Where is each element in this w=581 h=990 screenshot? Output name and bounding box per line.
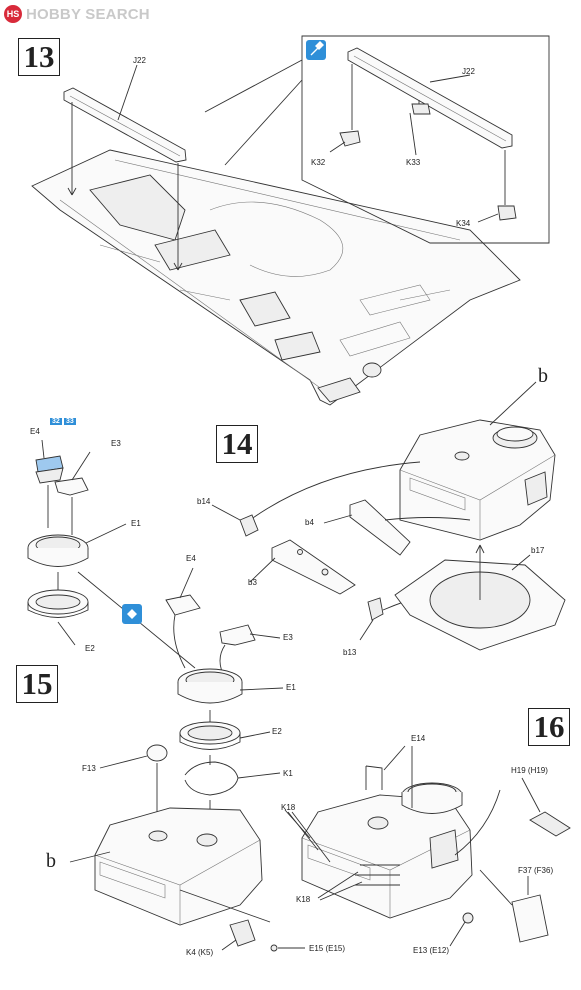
step14-turret bbox=[211, 381, 566, 651]
label-f13: F13 bbox=[82, 764, 96, 773]
label-e4-a: E4 bbox=[30, 427, 40, 436]
label-j22-main: J22 bbox=[133, 56, 146, 65]
step15-cupola-assembly bbox=[69, 567, 305, 952]
badge-33: 33 bbox=[64, 418, 76, 425]
label-b-top: b bbox=[538, 365, 548, 387]
label-e2-b: E2 bbox=[272, 727, 282, 736]
label-e1-a: E1 bbox=[131, 519, 141, 528]
step16-turret-details bbox=[284, 745, 571, 947]
label-k4: K4 (K5) bbox=[186, 948, 214, 957]
label-e1-b: E1 bbox=[286, 683, 296, 692]
label-k18-b: K18 bbox=[296, 895, 311, 904]
step13-part-j22 bbox=[63, 64, 187, 271]
step-15-box: 15 bbox=[16, 665, 58, 703]
badge-32: 32 bbox=[50, 418, 62, 425]
label-e3-b: E3 bbox=[283, 633, 293, 642]
label-b3: b3 bbox=[248, 578, 257, 587]
label-b13: b13 bbox=[343, 648, 357, 657]
label-e2-a: E2 bbox=[85, 644, 95, 653]
label-e13: E13 (E12) bbox=[413, 946, 450, 955]
label-f37: F37 (F36) bbox=[518, 866, 554, 875]
step-16-box: 16 bbox=[528, 708, 570, 746]
label-k34: K34 bbox=[456, 219, 471, 228]
step14-cupola-parts bbox=[27, 439, 196, 669]
label-b-bottom: b bbox=[46, 850, 56, 872]
label-k18-a: K18 bbox=[281, 803, 296, 812]
label-b14: b14 bbox=[197, 497, 211, 506]
label-b4: b4 bbox=[305, 518, 314, 527]
label-h19: H19 (H19) bbox=[511, 766, 548, 775]
label-e15: E15 (E15) bbox=[309, 944, 346, 953]
logo-text: HOBBY SEARCH bbox=[26, 5, 150, 23]
label-k1: K1 bbox=[283, 769, 293, 778]
logo-mark: HS bbox=[4, 5, 22, 23]
label-k33: K33 bbox=[406, 158, 421, 167]
step-14-box: 14 bbox=[216, 425, 258, 463]
label-e4-b: E4 bbox=[186, 554, 196, 563]
hobby-search-logo: HS HOBBY SEARCH bbox=[4, 4, 150, 24]
label-b17: b17 bbox=[531, 546, 545, 555]
step13-hull-deck bbox=[31, 149, 521, 406]
step-13-box: 13 bbox=[18, 38, 60, 76]
label-e14: E14 bbox=[411, 734, 426, 743]
label-k32: K32 bbox=[311, 158, 326, 167]
step13-detail-callout bbox=[204, 35, 550, 244]
label-e3-a: E3 bbox=[111, 439, 121, 448]
label-j22-detail: J22 bbox=[462, 67, 475, 76]
